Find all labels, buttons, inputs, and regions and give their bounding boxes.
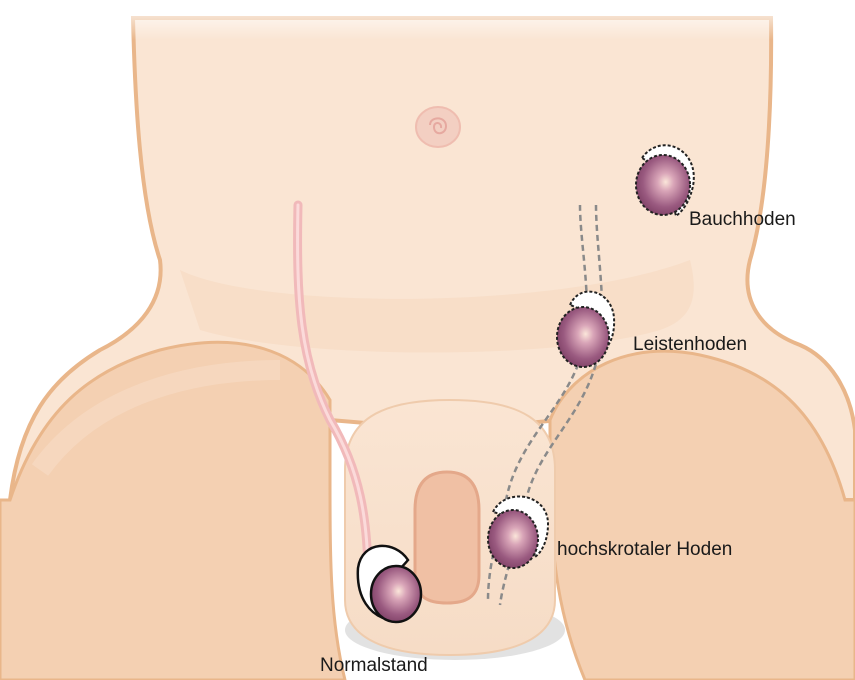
label-normal-position: Normalstand xyxy=(320,655,428,677)
abdominal-testis xyxy=(636,145,694,216)
penis xyxy=(415,472,479,603)
label-inguinal-testis: Leistenhoden xyxy=(633,334,747,356)
label-abdominal-testis: Bauchhoden xyxy=(689,209,796,231)
navel xyxy=(416,107,460,147)
label-high-scrotal-testis: hochskrotaler Hoden xyxy=(557,539,732,561)
